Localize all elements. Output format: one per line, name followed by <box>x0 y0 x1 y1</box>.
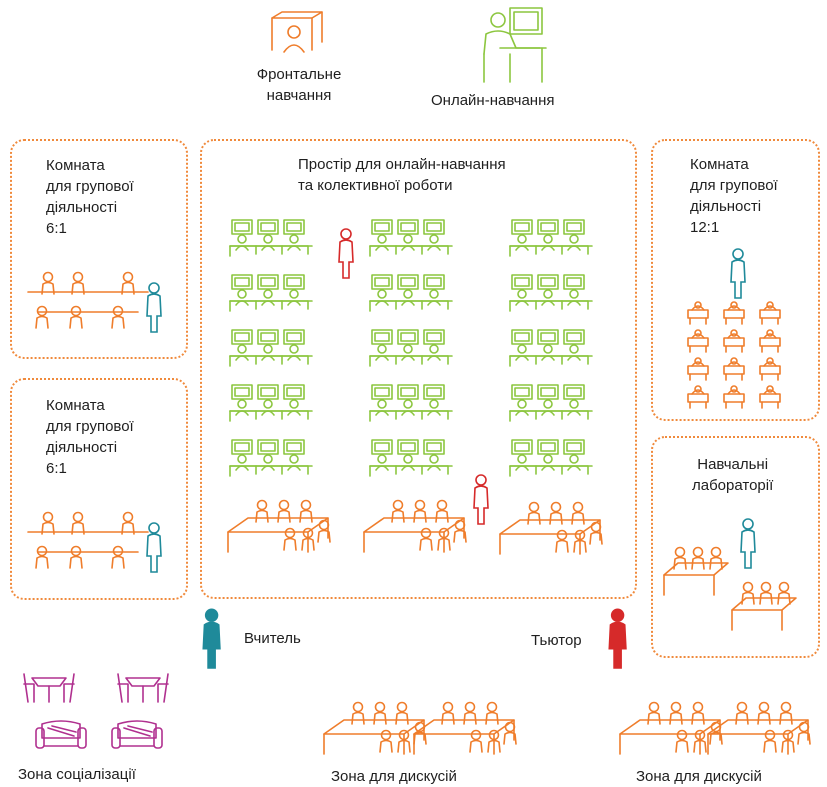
tutor-figure-small-1 <box>338 228 354 279</box>
labs-title: Навчальні лабораторії <box>692 456 774 494</box>
cafe-table-icon <box>117 673 169 703</box>
lab-table-icon <box>663 546 729 596</box>
sofa-icon <box>35 720 87 749</box>
teacher-figure-icon <box>146 282 162 333</box>
discussion-table-icon <box>620 703 722 755</box>
group-room-bottom-title: Комната для групової діяльності 6:1 <box>46 397 134 477</box>
teacher-figure-icon <box>202 608 221 669</box>
group-table-icon <box>364 501 466 553</box>
teacher-figure-icon <box>740 518 756 569</box>
discussion-zone-label-2: Зона для дискусій <box>636 768 762 785</box>
group-room-right-title: Комната для групової діяльності 12:1 <box>690 156 778 236</box>
discussion-table-icon <box>324 703 426 755</box>
socialization-zone-label: Зона соціалізації <box>18 766 136 783</box>
teacher-figure-icon <box>730 248 746 299</box>
group-room-top-title: Комната для групової діяльності 6:1 <box>46 157 134 237</box>
tutor-figure-icon <box>608 608 627 669</box>
cafe-table-icon <box>23 673 75 703</box>
teacher-figure-icon <box>146 522 162 573</box>
teacher-label: Вчитель <box>244 630 301 647</box>
group-table-icon <box>500 503 602 555</box>
frontal-desk-icon <box>271 11 323 53</box>
zone-labs <box>651 436 820 658</box>
online-learning-label: Онлайн-навчання <box>431 92 555 109</box>
group-table-icon <box>228 501 330 553</box>
discussion-zone-label-1: Зона для дискусій <box>331 768 457 785</box>
zone-group-room-right <box>651 139 820 421</box>
tutor-label: Тьютор <box>531 632 582 649</box>
computer-desks-grid <box>230 220 592 476</box>
lab-table-icon <box>731 581 797 631</box>
tutor-figure-small-2 <box>473 474 489 525</box>
group-room-bottom-table <box>27 511 149 569</box>
desk-grid <box>687 301 781 409</box>
frontal-learning-label: Фронтальне навчання <box>256 66 342 104</box>
sofa-icon <box>111 720 163 749</box>
zone-group-room-top <box>10 139 188 359</box>
online-computer-icon <box>483 7 547 83</box>
discussion-table-icon <box>708 703 810 755</box>
discussion-table-icon <box>414 703 516 755</box>
zone-group-room-bottom <box>10 378 188 600</box>
central-space-title: Простір для онлайн-навчання та колективн… <box>298 156 506 194</box>
zone-central-space <box>200 139 637 599</box>
group-room-top-table <box>27 271 149 329</box>
